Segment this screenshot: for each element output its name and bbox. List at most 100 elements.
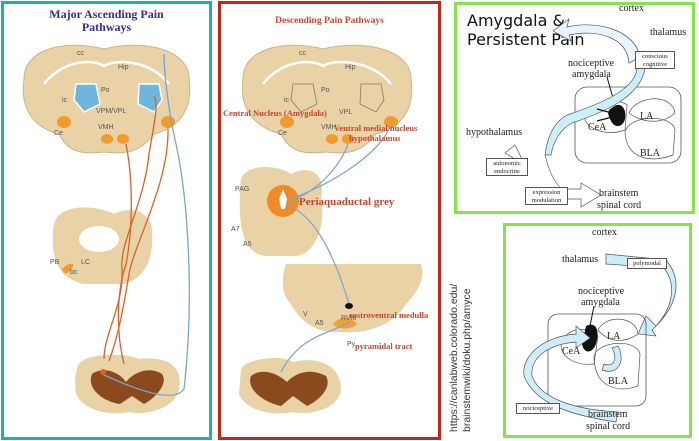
label-brainstem: brainstem bbox=[588, 409, 628, 420]
source-url-line1: https://canlabweb.colorado.edu/ bbox=[448, 283, 460, 432]
annotation-pyramidal: pyramidal tract bbox=[355, 341, 413, 351]
grey-matter bbox=[250, 371, 328, 406]
cortex-arrow bbox=[552, 18, 641, 64]
label-spinal-cord: spinal cord bbox=[586, 421, 631, 432]
la-region bbox=[597, 318, 639, 341]
label-cc: cc bbox=[77, 50, 84, 57]
ce-right bbox=[384, 116, 398, 128]
endocrine-label: endocrine bbox=[494, 167, 520, 175]
autonomic-endocrine-box: autonomic endocrine bbox=[486, 158, 528, 176]
label-amygdala: amygdala bbox=[572, 69, 611, 80]
amygdala-panel-title: Amygdala & Persistent Pain bbox=[467, 11, 585, 49]
spinohypothalamic-tract bbox=[117, 143, 132, 365]
annotation-rvm: rostroventral medulla bbox=[349, 310, 429, 320]
modulation-label: modulation bbox=[531, 196, 562, 204]
vmh-left bbox=[101, 134, 113, 144]
label-ic: ic bbox=[284, 97, 290, 104]
label-vpm: VPM/VPL bbox=[96, 108, 127, 115]
vmh-left bbox=[326, 134, 338, 144]
label-ic: ic bbox=[62, 97, 68, 104]
thalamus-left bbox=[73, 83, 101, 113]
label-a7: A7 bbox=[231, 226, 240, 233]
label-a5-medulla: A5 bbox=[315, 320, 324, 327]
label-py: Py bbox=[347, 341, 356, 348]
label-bla: BLA bbox=[640, 148, 660, 159]
bla-region bbox=[593, 342, 641, 390]
descending-title: Descending Pain Pathways bbox=[275, 16, 384, 26]
label-bla: BLA bbox=[608, 376, 628, 387]
label-nociceptive: nociceptive bbox=[568, 58, 615, 69]
expression-modulation-box: expression modulation bbox=[525, 187, 568, 205]
label-thalamus: thalamus bbox=[650, 27, 687, 38]
annotation-vmn-line1: Ventral medial nucleus bbox=[334, 123, 418, 133]
label-brainstem: brainstem bbox=[599, 188, 639, 199]
source-url-line2: brainstemwiki/doku.php/amyce bbox=[461, 288, 473, 432]
efferent-stream bbox=[544, 66, 646, 156]
label-hip: Hip bbox=[345, 64, 356, 71]
brainstem-arrow bbox=[564, 182, 602, 208]
la-region bbox=[628, 98, 676, 122]
ce-left bbox=[280, 116, 294, 128]
label-cc: cc bbox=[299, 50, 306, 57]
descending-diagram bbox=[239, 44, 423, 414]
grey-matter bbox=[90, 370, 164, 404]
aqueduct bbox=[279, 189, 287, 209]
label-po: Po bbox=[321, 87, 330, 94]
conscious-label: conscious bbox=[642, 53, 668, 60]
amygdala-input-diagram bbox=[523, 253, 677, 423]
label-pb: PB bbox=[50, 259, 60, 266]
polymodal-box: polymodal bbox=[627, 258, 667, 269]
label-vpl: VPL bbox=[339, 109, 353, 116]
rvm-spinal-path bbox=[280, 321, 350, 373]
dorsal-horn-neuron bbox=[100, 369, 106, 375]
label-bc: bc bbox=[70, 269, 78, 276]
label-vmh: VMH bbox=[98, 124, 114, 131]
amygdala-output-diagram bbox=[504, 18, 682, 208]
label-a5: A5 bbox=[243, 241, 252, 248]
amygdala-outline bbox=[547, 313, 647, 407]
label-lc: LC bbox=[81, 259, 90, 266]
label-v: V bbox=[303, 311, 308, 318]
ascending-title-line2: Pathways bbox=[81, 20, 132, 34]
label-cortex: cortex bbox=[619, 3, 644, 14]
label-la: LA bbox=[640, 111, 654, 122]
descending-pathways-panel: Descending Pain Pathways cc Hip Po ic VP… bbox=[218, 1, 441, 440]
amygdala-title-line2: Persistent Pain bbox=[467, 30, 585, 49]
ascending-diagram bbox=[22, 44, 191, 414]
label-spinal-cord: spinal cord bbox=[597, 200, 642, 211]
vmh-right bbox=[342, 134, 354, 144]
dorsal-column-tract bbox=[101, 53, 190, 396]
ascending-title-line1: Major Ascending Pain bbox=[49, 7, 164, 21]
thalamus-right bbox=[359, 83, 385, 113]
label-amygdala: amygdala bbox=[581, 297, 620, 308]
amygdala-output-panel: Amygdala & Persistent Pain cortex thalam… bbox=[454, 2, 695, 214]
amygdala-title-line1: Amygdala & bbox=[467, 11, 565, 30]
annotation-pag: Periaquaductal grey bbox=[299, 196, 395, 208]
la-bla-loop-arrow bbox=[601, 345, 622, 372]
source-url: https://canlabweb.colorado.edu/ brainste… bbox=[448, 284, 474, 432]
label-hypothalamus: hypothalamus bbox=[466, 127, 523, 138]
corpus-callosum bbox=[262, 60, 392, 85]
label-thalamus: thalamus bbox=[562, 254, 599, 265]
bla-region bbox=[624, 117, 676, 160]
label-vmh: VMH bbox=[321, 124, 337, 131]
ce-left bbox=[57, 116, 71, 128]
autonomic-label: autonomic bbox=[493, 160, 521, 167]
corpus-callosum bbox=[43, 60, 170, 85]
rvm-marker bbox=[345, 303, 353, 309]
label-rvm: RVM bbox=[341, 315, 357, 322]
amygdala-pag-path bbox=[290, 123, 392, 200]
spinothalamic-tract bbox=[103, 95, 157, 360]
label-cortex: cortex bbox=[592, 227, 617, 238]
thalamus-left bbox=[290, 83, 318, 113]
label-pag: PAG bbox=[235, 186, 250, 193]
vmh-right bbox=[117, 134, 129, 144]
label-ce: Ce bbox=[54, 130, 63, 137]
medulla-section bbox=[282, 264, 423, 333]
hypothalamus-pag-path bbox=[290, 143, 349, 202]
annotation-vmn-line2: hypothalamus bbox=[349, 133, 401, 143]
pyramidal-region bbox=[333, 318, 357, 329]
label-cea: CeA bbox=[588, 122, 607, 133]
cognitive-label: cognitive bbox=[642, 60, 668, 68]
cea-arrows bbox=[596, 108, 613, 122]
